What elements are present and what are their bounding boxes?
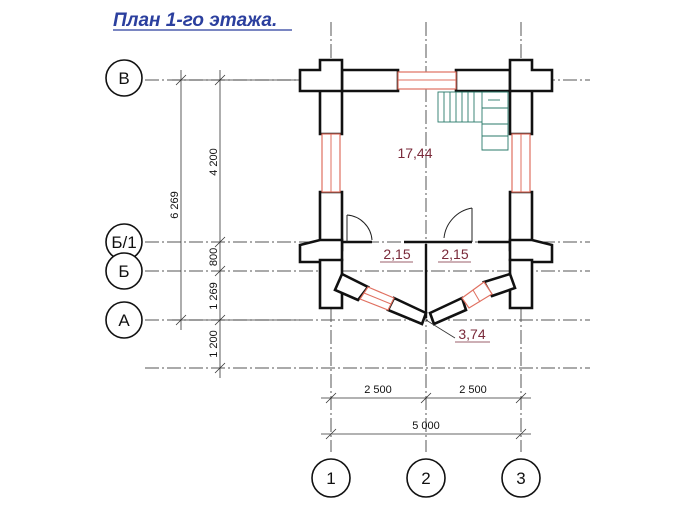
row-label-b1: Б/1 bbox=[111, 233, 136, 252]
wall-left-bottom bbox=[318, 258, 344, 310]
dim-vertical-800: 800 bbox=[208, 248, 220, 266]
room-area-main: 17,44 bbox=[397, 145, 432, 161]
row-label-v: В bbox=[118, 69, 129, 88]
corner-top-left bbox=[298, 58, 344, 93]
door-right-swing bbox=[443, 207, 473, 239]
stair-landing bbox=[481, 91, 509, 151]
partitions bbox=[342, 240, 510, 318]
wall-top-right bbox=[454, 68, 512, 93]
row-bubble-v bbox=[105, 59, 143, 97]
column-label-3: 3 bbox=[516, 469, 525, 488]
staircase bbox=[437, 91, 509, 151]
row-label-a: А bbox=[118, 311, 130, 330]
row-bubble-a bbox=[105, 301, 143, 339]
column-bubble-2 bbox=[406, 458, 446, 498]
dim-horizontal-left: 2 500 bbox=[364, 384, 392, 396]
plan-title: План 1-го этажа. bbox=[113, 10, 277, 31]
wall-porch-left-a bbox=[333, 272, 370, 302]
column-bubble-3 bbox=[501, 458, 541, 498]
vertical-dimensions: 6 269 4 200 800 1 269 1 200 bbox=[169, 70, 300, 378]
column-axis-bubbles: 1 2 3 bbox=[311, 458, 541, 498]
door-left-swing bbox=[346, 214, 373, 241]
dim-vertical-total: 6 269 bbox=[169, 191, 181, 219]
dim-vertical-1269: 1 269 bbox=[208, 282, 220, 310]
wall-porch-right-a bbox=[482, 272, 517, 298]
doors bbox=[346, 207, 473, 242]
row-axis-bubbles: В Б/1 Б А bbox=[105, 59, 143, 339]
column-bubble-1 bbox=[311, 458, 351, 498]
windows bbox=[321, 71, 531, 311]
dim-vertical-1200: 1 200 bbox=[208, 330, 220, 358]
column-label-1: 1 bbox=[326, 469, 335, 488]
room-area-porch: 3,74 bbox=[458, 326, 485, 342]
row-label-b: Б bbox=[118, 262, 129, 281]
room-areas: 17,44 2,15 2,15 3,74 bbox=[380, 145, 490, 343]
horizontal-dimensions: 2 500 2 500 5 000 bbox=[321, 384, 531, 440]
column-label-2: 2 bbox=[421, 469, 430, 488]
dim-horizontal-total: 5 000 bbox=[412, 420, 440, 432]
room-area-left-vestibule: 2,15 bbox=[383, 246, 410, 262]
wall-right-bottom bbox=[508, 258, 534, 310]
window-porch-right bbox=[461, 281, 493, 309]
wall-top-left bbox=[340, 68, 400, 93]
stair-upper-flight bbox=[437, 91, 483, 123]
wall-porch-right-b bbox=[428, 296, 468, 326]
dim-vertical-top: 4 200 bbox=[208, 148, 220, 176]
row-bubble-b bbox=[105, 252, 143, 290]
dim-horizontal-right: 2 500 bbox=[459, 384, 487, 396]
corner-top-right bbox=[508, 58, 554, 93]
room-area-right-vestibule: 2,15 bbox=[441, 246, 468, 262]
walls bbox=[298, 58, 554, 326]
